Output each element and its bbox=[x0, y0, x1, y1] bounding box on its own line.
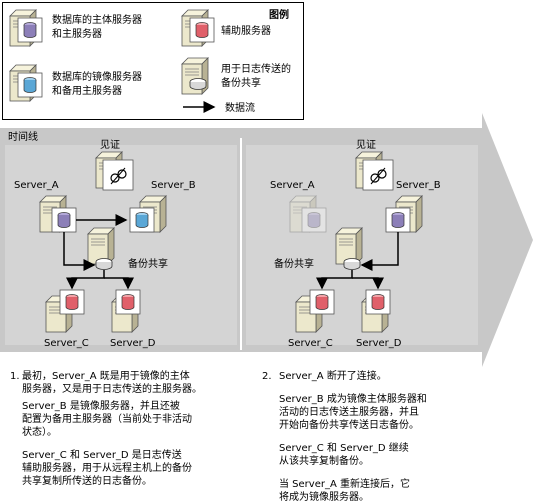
legend-mirror-line2: 和备用主服务器 bbox=[52, 86, 122, 97]
legend-share-icon bbox=[181, 57, 209, 95]
left-server-d bbox=[111, 289, 141, 333]
right-server-b-label: Server_B bbox=[396, 180, 441, 191]
left-dataflow bbox=[63, 214, 134, 290]
legend-share-line1: 用于日志传送的 bbox=[221, 64, 291, 75]
left-share-server bbox=[87, 227, 115, 270]
legend-title: 图例 bbox=[269, 10, 289, 21]
right-share-server bbox=[335, 227, 363, 270]
left-share-label: 备份共享 bbox=[128, 259, 168, 270]
desc-right-number: 2. bbox=[262, 371, 272, 382]
right-server-c-label: Server_C bbox=[288, 338, 333, 349]
right-server-d bbox=[361, 289, 391, 333]
right-server-d-label: Server_D bbox=[356, 338, 402, 349]
timeline-label: 时间线 bbox=[8, 132, 38, 143]
left-server-a-label: Server_A bbox=[14, 180, 59, 191]
legend-share-line2: 备份共享 bbox=[221, 78, 261, 89]
left-server-b-label: Server_B bbox=[151, 180, 196, 191]
right-server-a-label: Server_A bbox=[270, 180, 315, 191]
legend-primary-icon bbox=[9, 9, 43, 47]
desc-left: 最初，Server_A 既是用于镜像的主体 服务器，又是用于日志传送的主服务器。… bbox=[22, 371, 202, 487]
right-share-label: 备份共享 bbox=[274, 259, 314, 270]
legend-mirror-icon bbox=[9, 64, 43, 102]
right-witness-label: 见证 bbox=[356, 140, 376, 151]
left-server-d-label: Server_D bbox=[110, 338, 156, 349]
legend-secondary-icon bbox=[181, 9, 215, 47]
legend-primary-line1: 数据库的主体服务器 bbox=[52, 15, 142, 26]
left-witness-label: 见证 bbox=[100, 140, 120, 151]
legend-mirror-line1: 数据库的镜像服务器 bbox=[52, 72, 142, 83]
legend-dataflow: 数据流 bbox=[225, 103, 255, 114]
right-dataflow bbox=[316, 232, 399, 290]
desc-right: Server_A 断开了连接。 Server_B 成为镜像主体服务器和 活动的日… bbox=[279, 371, 427, 503]
legend-secondary: 辅助服务器 bbox=[221, 26, 271, 37]
legend: 图例 数据库的主体服务器 和主服务器 辅助服务器 数据库的镜像服务器 和备用主服… bbox=[2, 2, 304, 120]
desc-left-number: 1. bbox=[10, 371, 20, 382]
legend-primary-line2: 和主服务器 bbox=[52, 29, 102, 40]
left-server-c-label: Server_C bbox=[44, 338, 89, 349]
